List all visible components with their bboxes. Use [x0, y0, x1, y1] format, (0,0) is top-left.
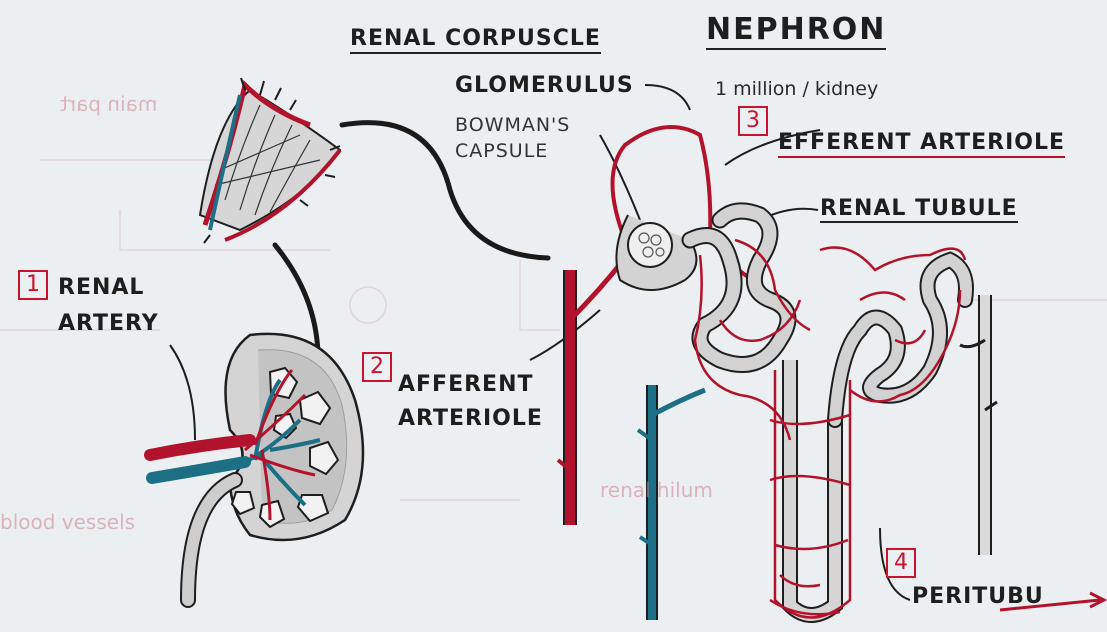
label-renal-artery: RENAL ARTERY [58, 270, 188, 342]
bleed-text-renal-hilum: renal hilum [600, 478, 713, 502]
renal-artery-vessel [150, 440, 250, 455]
marker-4: 4 [886, 548, 916, 578]
label-afferent-arteriole: AFFERENT ARTERIOLE [398, 368, 558, 436]
diagram-subtitle: 1 million / kidney [715, 78, 878, 100]
corpuscle-closeup [200, 78, 340, 243]
label-bowmans-capsule: BOWMAN'S CAPSULE [455, 112, 595, 164]
marker-1: 1 [18, 270, 48, 300]
label-renal-corpuscle: RENAL CORPUSCLE [350, 26, 601, 54]
marker-3: 3 [738, 106, 768, 136]
marker-2: 2 [362, 352, 392, 382]
bleed-text-main-part: main part [60, 92, 157, 116]
bleed-text-blood-vessels: blood vessels [0, 510, 135, 534]
label-glomerulus: GLOMERULUS [455, 73, 634, 98]
label-peritubular: PERITUBU [912, 584, 1044, 609]
label-efferent-arteriole: EFFERENT ARTERIOLE [778, 130, 1065, 158]
label-renal-tubule: RENAL TUBULE [820, 196, 1018, 223]
diagram-title: NEPHRON [706, 12, 886, 50]
